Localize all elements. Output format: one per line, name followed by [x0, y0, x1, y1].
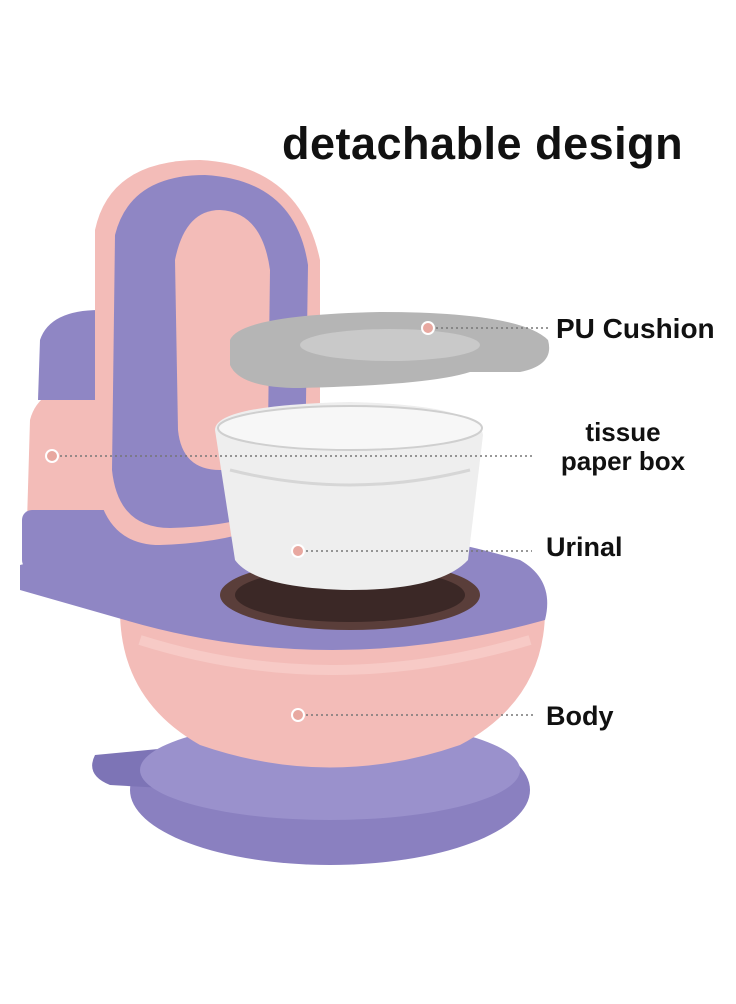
callout-body	[291, 708, 534, 722]
label-pu-cushion: PU Cushion	[556, 313, 715, 344]
label-tissue-line2: paper box	[560, 446, 686, 476]
label-tissue-paper-box: tissue paper box	[548, 418, 698, 476]
label-body: Body	[546, 701, 614, 731]
callout-pu	[421, 321, 550, 335]
urinal-bowl	[215, 402, 483, 590]
label-urinal: Urinal	[546, 532, 623, 562]
label-tissue-line1: tissue	[585, 417, 661, 447]
body-bowl	[120, 610, 545, 768]
callout-urinal	[291, 544, 532, 558]
callout-tissue	[45, 449, 535, 463]
headline-title: detachable design	[282, 118, 684, 169]
